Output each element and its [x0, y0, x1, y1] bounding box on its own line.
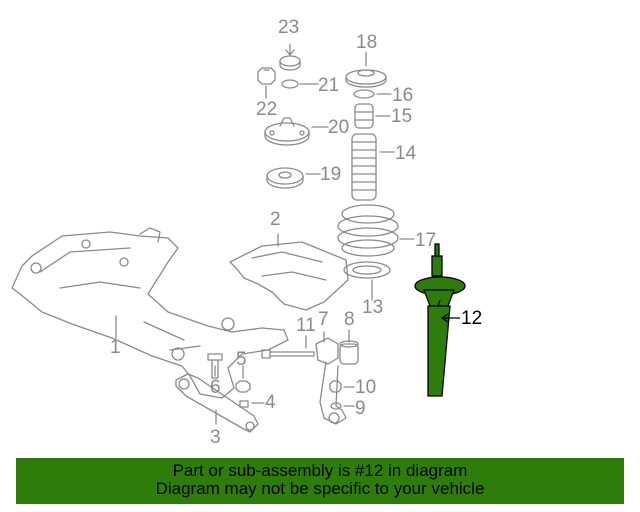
part-5-nut [235, 380, 251, 393]
callout-1: 1 [110, 337, 121, 358]
part-17-coil-spring [337, 204, 399, 257]
part-10-nut [329, 380, 342, 393]
part-19-bearing [266, 167, 304, 189]
info-banner: Part or sub-assembly is #12 in diagram D… [16, 458, 624, 504]
callout-11: 11 [296, 315, 316, 336]
callout-3: 3 [210, 427, 221, 448]
part-8-bushing [339, 340, 359, 365]
part-21-washer [281, 79, 299, 89]
part-22-nut [257, 67, 276, 85]
callout-12[interactable]: 12 [461, 308, 483, 329]
callout-7: 7 [318, 309, 329, 330]
callout-18: 18 [356, 32, 378, 53]
part-6-bolt [207, 353, 223, 379]
part-15-bump-stop [354, 103, 374, 129]
banner-line-1: Part or sub-assembly is #12 in diagram [172, 461, 468, 480]
part-7-tension-strut [315, 337, 347, 425]
banner-line-2: Diagram may not be specific to your vehi… [155, 479, 485, 498]
callout-10: 10 [355, 377, 377, 398]
part-18-upper-seat [345, 69, 387, 88]
callout-20: 20 [328, 117, 350, 138]
parts-diagram [11, 43, 466, 433]
part-23-cap [279, 55, 301, 71]
callout-17: 17 [415, 230, 437, 251]
part-1-subframe [11, 227, 289, 399]
part-16-washer [353, 89, 375, 99]
arrow-23 [285, 49, 295, 56]
callout-15: 15 [391, 106, 413, 127]
callout-21: 21 [318, 75, 340, 96]
part-12-strut[interactable] [414, 243, 466, 397]
part-9-washer [330, 402, 342, 410]
callout-5: 5 [236, 349, 247, 370]
callout-8: 8 [344, 309, 355, 330]
callout-16: 16 [392, 85, 414, 106]
part-13-spring-seat [343, 261, 391, 279]
callout-13: 13 [362, 297, 384, 318]
callout-6: 6 [210, 377, 221, 398]
part-14-dust-boot [351, 133, 377, 201]
part-20-strut-mount [264, 117, 310, 146]
callout-19: 19 [320, 164, 342, 185]
callout-23: 23 [278, 17, 300, 38]
part-3-control-arm [175, 373, 259, 433]
part-2-shield [229, 241, 349, 311]
callout-9: 9 [355, 398, 366, 419]
callout-22: 22 [256, 99, 278, 120]
callout-2: 2 [270, 209, 281, 230]
callout-4: 4 [265, 392, 276, 413]
arrow-12 [440, 313, 449, 323]
callout-14: 14 [395, 143, 417, 164]
part-4-nut [239, 400, 249, 408]
part-11-bolt [261, 349, 315, 359]
